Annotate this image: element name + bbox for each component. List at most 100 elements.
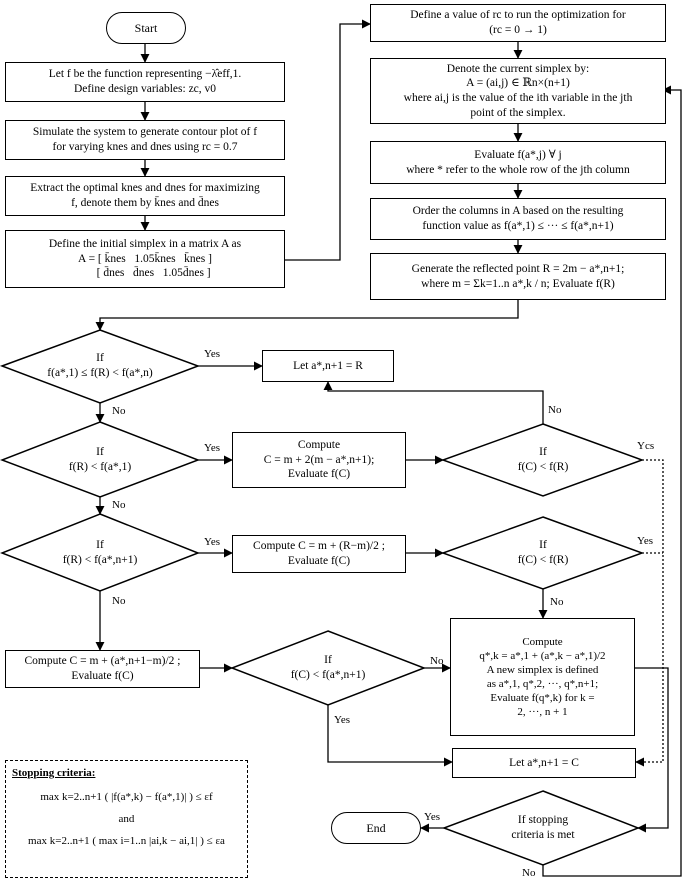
- dotted-d4-yes: [635, 459, 664, 767]
- action-expansion: Compute C = m + 2(m − a*,n+1); Evaluate …: [232, 432, 406, 488]
- b2-line-1: Simulate the system to generate contour …: [32, 126, 258, 139]
- a3-line-2: Evaluate f(C): [287, 555, 351, 567]
- a6-line-1: Let a*,n+1 = C: [509, 756, 579, 769]
- d5-line-2: f(C) < f(R): [517, 554, 569, 566]
- decision-d4: If f(C) < f(R): [463, 434, 623, 486]
- step-define-rc: Define a value of rc to run the optimiza…: [370, 4, 666, 42]
- a4-line-2: Evaluate f(C): [71, 670, 134, 682]
- step-define-function: Let f be the function representing −λ̂ef…: [5, 62, 285, 102]
- label-d7-no: No: [522, 867, 536, 879]
- a5-line-5: Evaluate f(q*,k) for k =: [490, 692, 595, 705]
- label-d6-yes: Yes: [334, 714, 351, 726]
- d4-line-2: f(C) < f(R): [517, 461, 569, 473]
- diamond-d3-shape: [0, 513, 201, 592]
- decision-d3: If f(R) < f(a*,n+1): [12, 527, 188, 579]
- start-terminal: Start: [106, 12, 186, 44]
- arrow-d6-a6: [327, 705, 453, 767]
- action-outside-contraction: Compute C = m + (R−m)/2 ; Evaluate f(C): [232, 535, 406, 573]
- a5-line-6: 2, ···, n + 1: [517, 706, 568, 719]
- d6-line-2: f(C) < f(a*,n+1): [290, 669, 366, 681]
- end-terminal: End: [331, 812, 421, 844]
- stopping-title: Stopping criteria:: [12, 767, 96, 779]
- r5-line-1: Generate the reflected point R = 2m − a*…: [411, 262, 625, 275]
- r4-line-2: function value as f(a*,1) ≤ ··· ≤ f(a*,n…: [422, 220, 614, 232]
- a5-line-1: Compute: [522, 635, 563, 648]
- r2-line-1: Denote the current simplex by:: [446, 62, 590, 75]
- step-evaluate-columns: Evaluate f(a*,j) ∀ j where * refer to th…: [370, 141, 666, 184]
- stopping-and: and: [118, 813, 135, 825]
- d2-line-1: If: [96, 446, 104, 459]
- label-d2-yes: Yes: [204, 442, 221, 454]
- label-d7-yes: Yes: [424, 811, 441, 823]
- b2-line-2: for varying knes and dnes using rc = 0.7: [52, 141, 238, 153]
- arrow-d7-loop: [542, 85, 682, 877]
- diamond-d7-shape: [441, 790, 641, 866]
- r1-line-1: Define a value of rc to run the optimiza…: [410, 9, 626, 22]
- decision-d1: If f(a*,1) ≤ f(R) < f(a*,n): [12, 340, 188, 392]
- step-initial-simplex: Define the initial simplex in a matrix A…: [5, 230, 285, 288]
- label-d6-no: No: [430, 655, 444, 667]
- arrow-b4-r1: [285, 19, 371, 261]
- diamond-d4-shape: [440, 423, 645, 497]
- b1-line-2: Define design variables: zc, v0: [73, 83, 217, 95]
- diamond-d6-shape: [229, 630, 427, 706]
- d3-line-1: If: [96, 539, 104, 552]
- diamond-d5-shape: [440, 516, 645, 590]
- label-d5-yes: Yes: [637, 535, 654, 547]
- d7-line-1: If stopping: [517, 814, 569, 827]
- label-d1-no: No: [112, 405, 126, 417]
- b4-line-1: Define the initial simplex in a matrix A…: [48, 237, 242, 250]
- action-let-C: Let a*,n+1 = C: [452, 748, 636, 778]
- r1-line-2: (rc = 0 → 1): [489, 24, 547, 36]
- arrow-r5-d1: [95, 300, 519, 331]
- d3-line-2: f(R) < f(a*,n+1): [62, 554, 138, 566]
- a2-line-1: Compute: [297, 438, 341, 451]
- step-denote-simplex: Denote the current simplex by: A = (ai,j…: [370, 58, 666, 124]
- label-d5-no: No: [550, 596, 564, 608]
- step-simulate-contour: Simulate the system to generate contour …: [5, 120, 285, 160]
- end-label: End: [366, 820, 386, 835]
- r3-line-2: where * refer to the whole row of the jt…: [406, 163, 630, 176]
- d5-line-1: If: [539, 539, 547, 552]
- diamond-d1-shape: [0, 329, 201, 404]
- label-d2-no: No: [112, 499, 126, 511]
- action-shrink: Compute q*,k = a*,1 + (a*,k − a*,1)/2 A …: [450, 618, 635, 736]
- stopping-line-1: max k=2..n+1 ( |f(a*,k) − f(a*,1)| ) ≤ ε…: [40, 791, 213, 803]
- arrow-d4-a1: [323, 381, 544, 424]
- diamond-d2-shape: [0, 421, 201, 498]
- step-extract-optimal: Extract the optimal knes and dnes for ma…: [5, 176, 285, 216]
- r2-line-3: where ai,j is the value of the ith varia…: [403, 92, 633, 104]
- a1-line-1: Let a*,n+1 = R: [293, 359, 363, 372]
- b3-line-1: Extract the optimal knes and dnes for ma…: [30, 182, 260, 195]
- r5-line-2: where m = Σk=1..n a*,k / n; Evaluate f(R…: [421, 277, 615, 290]
- d1-line-1: If: [96, 352, 104, 365]
- r2-line-4: point of the simplex.: [470, 106, 566, 119]
- decision-d2: If f(R) < f(a*,1): [12, 434, 188, 486]
- d7-line-2: criteria is met: [511, 829, 575, 841]
- action-let-R: Let a*,n+1 = R: [262, 350, 394, 382]
- a3-line-1: Compute C = m + (R−m)/2 ;: [253, 540, 385, 553]
- step-order-columns: Order the columns in A based on the resu…: [370, 198, 666, 240]
- action-inside-contraction: Compute C = m + (a*,n+1−m)/2 ; Evaluate …: [5, 650, 200, 688]
- r4-line-1: Order the columns in A based on the resu…: [412, 205, 624, 218]
- stopping-line-2: max k=2..n+1 ( max i=1..n |ai,k − ai,1| …: [28, 835, 225, 847]
- decision-d7: If stopping criteria is met: [468, 802, 618, 854]
- decision-d6: If f(C) < f(a*,n+1): [248, 642, 408, 694]
- d2-line-2: f(R) < f(a*,1): [68, 461, 132, 473]
- label-d4-yes: Ycs: [637, 440, 655, 452]
- label-d4-no: No: [548, 404, 562, 416]
- b1-line-1: Let f be the function representing −λ̂ef…: [48, 68, 242, 81]
- a2-line-2: C = m + 2(m − a*,n+1);: [263, 453, 375, 466]
- label-d1-yes: Yes: [204, 348, 221, 360]
- r2-line-2: A = (ai,j) ∈ ℝn×(n+1): [466, 77, 570, 90]
- a5-line-3: A new simplex is defined: [486, 663, 599, 676]
- start-label: Start: [134, 20, 158, 35]
- arrow-a5-d7: [635, 667, 669, 833]
- a2-line-3: Evaluate f(C): [287, 468, 351, 481]
- r3-line-1: Evaluate f(a*,j) ∀ j: [474, 148, 562, 161]
- step-reflected-point: Generate the reflected point R = 2m − a*…: [370, 253, 666, 300]
- a5-line-2: q*,k = a*,1 + (a*,k − a*,1)/2: [479, 649, 606, 662]
- label-d3-yes: Yes: [204, 536, 221, 548]
- d6-line-1: If: [324, 654, 332, 667]
